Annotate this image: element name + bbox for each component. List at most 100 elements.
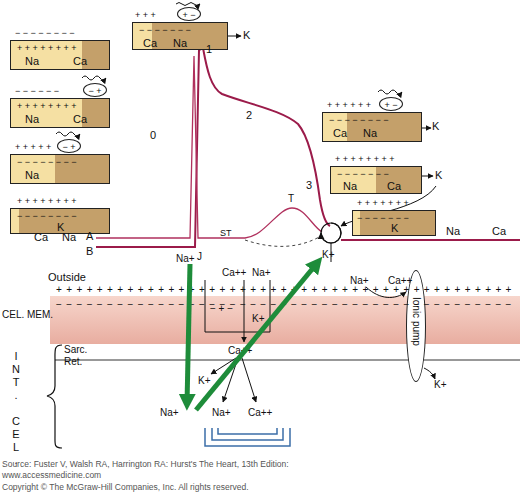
ion-label: Na [343,181,357,192]
ion-label: Na+ [176,254,195,264]
ion-arrow [242,358,256,402]
ion-label: Na+ [252,268,271,278]
wave-arrow [378,90,402,94]
ion-label: Na [173,38,187,49]
cycle-arrow [321,223,341,243]
brace [47,345,62,448]
wave-arrow [56,132,80,136]
ion-arrow [211,358,236,374]
sarcoplasmic-reticulum-symbol [205,428,290,446]
ion-label: Na [363,128,377,139]
ion-label: Ca++ [222,268,246,278]
ion-label: Ca++ [228,346,252,356]
sarcoplasmic-reticulum-symbol [212,428,283,440]
charge-signs: − − − − − − − [139,26,191,35]
charge-circle: + − [177,7,201,21]
ion-label: Ca [387,181,401,192]
ion-label: K [391,223,398,234]
pump-cycle-circle [321,223,341,243]
region-label: Sarc. Ret. [64,344,98,368]
charge-circle: + − [379,97,403,111]
ion-label: Ca [34,232,48,243]
charge-row: − − − − − − − − − − − − − − − − − − − − … [56,300,511,310]
charge-signs: − + − [210,304,233,314]
charge-signs: − − − − − − − − [17,158,77,167]
charge-circle: − + [57,139,81,153]
charge-signs: − − − − − − [15,87,59,96]
charge-signs: − − − − − − − [357,214,409,223]
ecg-label: T [288,194,294,204]
sarcoplasmic-reticulum-symbol [218,428,277,434]
ion-label: Ca [492,226,506,237]
ion-label: K [432,121,439,132]
ecg-label: ST [220,229,232,238]
resting-potential-line [341,239,520,241]
ion-label: Ca++ [248,408,272,418]
charge-signs: − − − − − − − − [15,29,75,38]
phase-number: 1 [206,44,212,55]
phase-number: 0 [150,130,156,141]
charge-signs: + + + + + + + + [17,44,77,53]
ion-label: Na [25,114,39,125]
phase-number: 3 [306,180,312,191]
membrane-label: CEL. MEM. [2,310,53,320]
source-caption: Source: Fuster V, Walsh RA, Harrington R… [2,459,342,481]
potassium-arrow [422,128,431,129]
cell-schematic: + + + + +− +− − − − − − − −Na [10,154,110,184]
charge-signs: + + + + + + [327,101,371,110]
ion-label: Na [25,56,39,67]
trace-label: B [86,246,93,257]
trace-label: A [86,231,93,242]
charge-signs: + + + + + + + [357,199,409,208]
ion-label: Ca [143,38,157,49]
ion-label: Ca [73,56,87,67]
charge-row: + + + + + + + + + + + + + + + + + + + + … [56,285,511,295]
pump-arrow [424,368,435,379]
charge-signs: + + + + + [15,143,51,152]
charge-circle: − + [83,83,107,97]
charge-signs: − − − − − − − − [329,116,389,125]
phase-number: 2 [246,110,252,121]
ecg-label: J [197,252,202,262]
region-label: INT. CEL. [10,350,21,467]
ion-label: K [435,170,442,181]
region-label: Outside [48,272,86,283]
ion-arrow [223,358,238,402]
cell-schematic: + + ++ −− − − − − − −CaNa [132,22,228,50]
cell-schematic: + + + + + ++ −− − − − − − − −CaNa [322,112,422,142]
ion-label: Ca [73,114,87,125]
cell-schematic: + + + + + + + +− − − − − − − −K [10,208,110,234]
wave-arrow [176,3,200,6]
ion-label: Na [62,232,76,243]
charge-signs: − − − − − − − [337,170,389,179]
ion-label: K [243,30,250,41]
cell-schematic: + + + + + + + +− − − − − − −NaCa [330,166,422,194]
ion-label: K+ [252,314,265,324]
potassium-arrow [422,176,433,177]
ecg-trace [96,56,322,238]
wave-arrow [82,76,106,80]
ion-label: Na+ [212,408,231,418]
cell-schematic: − − − − − −− ++ + + + + + + +NaCa [10,98,110,128]
ion-label: K+ [434,380,447,390]
copyright-note: Copyright © The McGraw-Hill Companies, I… [2,483,249,492]
dashed-trace [245,236,321,246]
cell-schematic: − − − − − − − −+ + + + + + + +NaCa [10,40,110,70]
charge-signs: + + + + + + + + [335,155,395,164]
charge-signs: + + + [135,11,156,20]
sarcoplasmic-line [55,360,520,361]
ion-label: Na+ [160,408,179,418]
charge-signs: + + + + + + + + [17,197,77,206]
ion-label: Ca [333,128,347,139]
ion-label: Na [25,170,39,181]
action-potential-curve [96,48,330,247]
cell-schematic: + + + + + + +− − − − − − −K [352,210,436,236]
ion-label: Na [446,226,460,237]
charge-signs: + + + + + + + + [17,102,77,111]
ion-label: K+ [198,376,211,386]
potassium-arrow [228,36,241,37]
charge-signs: − − − − − − − − [17,212,77,221]
